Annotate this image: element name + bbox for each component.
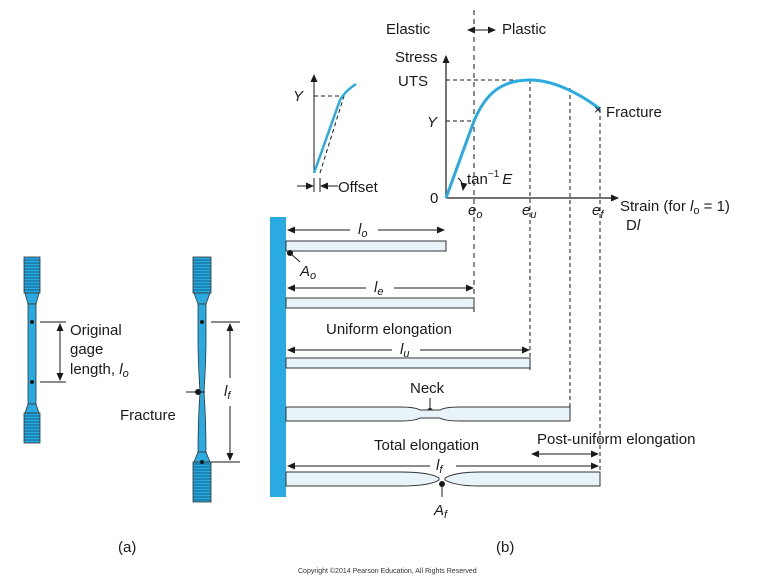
lf-label-bg: [222, 378, 240, 406]
tan-arc: [457, 177, 468, 191]
fixed-support: [270, 217, 286, 497]
strain-label: Strain (for lo = 1): [620, 198, 730, 217]
bar-fractured-left: [285, 471, 440, 487]
le-label: le: [374, 279, 383, 298]
fractured-specimen: [192, 256, 212, 503]
ef-label: ef: [592, 202, 604, 221]
upper-thread-grip: [23, 256, 41, 294]
lo-bg: [350, 220, 378, 236]
inset-y-label: Y: [293, 88, 304, 105]
bar-uniform: [285, 357, 531, 369]
gage-mark-top-fractured: [200, 320, 204, 324]
fracture-label-b: Fracture: [606, 104, 662, 121]
lower-thread-grip-fractured: [192, 461, 212, 503]
post-uniform-label: Post-uniform elongation: [537, 431, 695, 448]
gage-label-1: Original: [70, 322, 122, 339]
gage-mark-bottom-fractured: [200, 460, 204, 464]
lower-thread-grip: [23, 412, 41, 444]
inset-offset-line: [319, 95, 345, 174]
le-bg: [366, 278, 394, 294]
af-label: Af: [433, 502, 448, 521]
offset-label: Offset: [338, 179, 379, 196]
plastic-label: Plastic: [502, 21, 547, 38]
bar-original: [285, 240, 447, 252]
lo-label: lo: [358, 221, 367, 240]
upper-thread-grip-fractured: [192, 256, 212, 294]
origin-label: 0: [430, 190, 438, 207]
stress-label: Stress: [395, 49, 438, 66]
gage-label-2: gage: [70, 341, 103, 358]
lf-label-b: lf: [436, 457, 443, 476]
gage-label-3: length, lo: [70, 361, 129, 380]
gage-mark-bottom: [30, 380, 34, 384]
uniform-label: Uniform elongation: [326, 321, 452, 338]
eu-label: eu: [522, 202, 536, 221]
eo-label: eo: [468, 202, 482, 221]
fracture-cross: ×: [594, 102, 602, 117]
total-label: Total elongation: [374, 437, 479, 454]
af-dot: [439, 481, 445, 487]
neck-label: Neck: [410, 380, 445, 397]
gage-mark-top: [30, 320, 34, 324]
yield-label: Y: [427, 114, 438, 131]
ao-leader: [289, 252, 301, 263]
lower-shoulder: [24, 403, 40, 414]
caption-b: (b): [496, 539, 514, 556]
upper-shoulder-fractured: [193, 292, 211, 305]
inset-curve: [312, 82, 357, 174]
lu-bg: [392, 340, 420, 356]
elastic-label: Elastic: [386, 21, 431, 38]
bar-elastic: [285, 297, 475, 309]
dl-label: Dl: [626, 217, 641, 234]
bar-fractured-right: [444, 471, 601, 487]
lf-label-a: lf: [224, 383, 231, 402]
lu-label: lu: [400, 341, 409, 360]
upper-shoulder: [24, 292, 40, 305]
lf-bg-b: [430, 456, 456, 472]
gage-section: [27, 303, 37, 405]
copyright-notice: Copyright ©2014 Pearson Education, All R…: [298, 567, 477, 575]
caption-a: (a): [118, 539, 136, 556]
ao-label: Ao: [299, 263, 316, 282]
original-specimen: [23, 256, 41, 444]
offset-inset: Y Offset: [293, 74, 379, 196]
uts-label: UTS: [398, 73, 428, 90]
stress-strain-curve: [444, 78, 601, 199]
necked-gage-section: [197, 303, 207, 453]
fracture-label-a: Fracture: [120, 407, 176, 424]
bar-necked: [285, 406, 571, 422]
